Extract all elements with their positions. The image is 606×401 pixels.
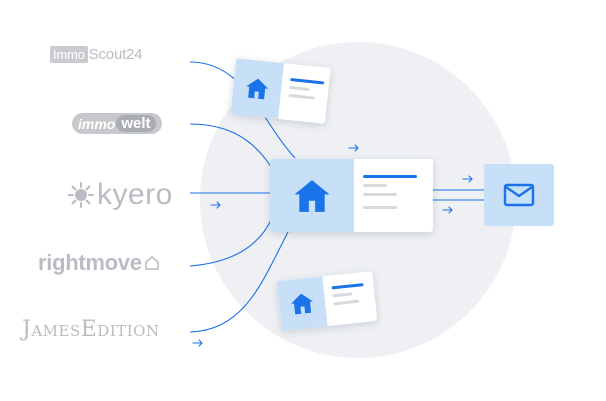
- arrow-right-icon: [442, 206, 453, 214]
- rightmove-logo: rightmove: [38, 250, 160, 276]
- arrow-right-icon: [462, 175, 473, 183]
- rightmove-logo-text: rightmove: [38, 250, 142, 275]
- arrow-right-icon: [192, 339, 203, 347]
- rightmove-house-icon: [144, 256, 159, 270]
- immowelt-logo-part1: immo: [78, 115, 116, 132]
- listing-card-small-top: [230, 58, 331, 124]
- jamesedition-logo-text: JamesEdition: [22, 317, 160, 342]
- house-icon: [294, 179, 330, 212]
- listing-card-text-pane: [322, 271, 377, 326]
- connector-jamesedition: [189, 231, 289, 333]
- listing-card-icon-pane: [276, 276, 328, 331]
- connector-immowelt: [189, 123, 279, 179]
- jamesedition-logo: JamesEdition: [22, 317, 160, 342]
- listing-card-text-pane: [354, 159, 433, 232]
- mail-destination-box: [484, 164, 554, 226]
- listing-card-icon-pane: [230, 58, 284, 119]
- kyero-logo: kyero: [68, 178, 173, 212]
- connector-rightmove: [189, 217, 273, 267]
- immowelt-logo-part2: welt: [116, 115, 156, 132]
- arrow-right-icon: [348, 144, 359, 152]
- house-icon: [291, 293, 313, 315]
- envelope-icon: [503, 183, 535, 207]
- kyero-sun-icon: [68, 182, 94, 208]
- house-icon: [246, 78, 269, 100]
- listing-card-main: [270, 159, 433, 232]
- immowelt-logo: immo welt: [72, 113, 162, 134]
- immoscout24-logo: Immo Scout24: [50, 46, 143, 63]
- arrow-right-icon: [210, 201, 221, 209]
- listing-card-icon-pane: [270, 159, 354, 232]
- listing-card-small-bottom: [276, 271, 378, 331]
- immoscout24-logo-part2: Scout24: [88, 46, 143, 63]
- kyero-logo-text: kyero: [97, 178, 173, 211]
- immoscout24-logo-part1: Immo: [50, 46, 88, 63]
- listing-card-text-pane: [278, 63, 331, 124]
